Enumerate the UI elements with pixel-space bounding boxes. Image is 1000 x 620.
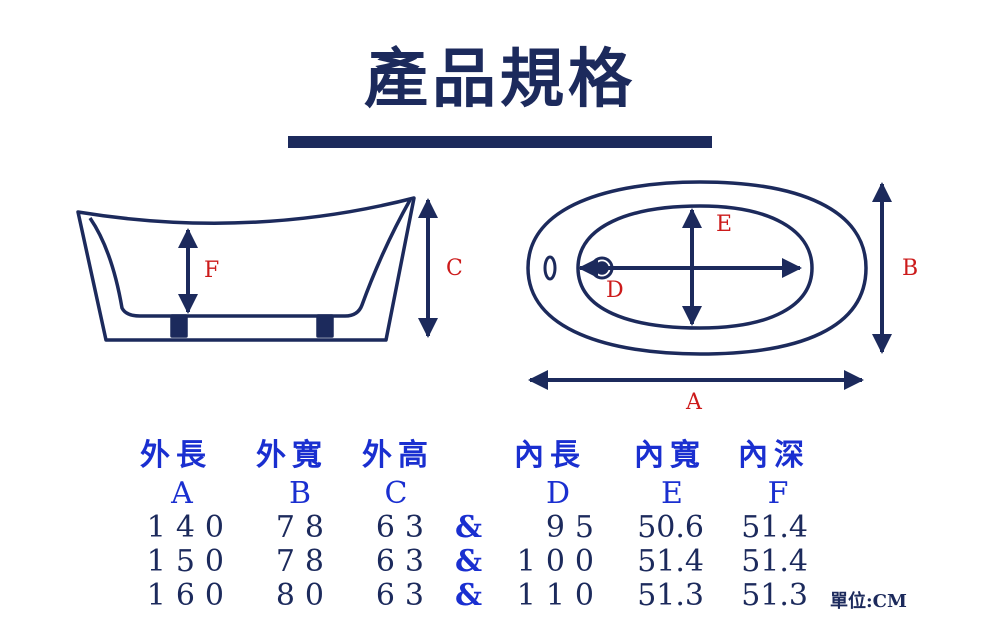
- table-cell: 100: [516, 544, 604, 579]
- header-inner-length: 內長: [514, 438, 586, 473]
- column-letter-b: B: [288, 476, 312, 511]
- label-d: D: [606, 278, 624, 303]
- label-f: F: [204, 258, 220, 283]
- table-cell: 110: [516, 578, 604, 613]
- table-cell: 150: [146, 544, 234, 579]
- table-cell: 63: [375, 510, 434, 545]
- label-e: E: [716, 212, 733, 237]
- column-letter-d: D: [545, 476, 571, 511]
- header-outer-height: 外高: [362, 438, 434, 473]
- header-inner-width: 內寬: [634, 438, 706, 473]
- label-a: A: [686, 390, 702, 415]
- label-b: B: [902, 256, 919, 281]
- column-letter-e: E: [661, 476, 683, 511]
- row-separator: &: [455, 544, 483, 579]
- table-cell: 63: [375, 544, 434, 579]
- tub-side-inner-basin: [88, 199, 412, 318]
- header-inner-depth: 內深: [738, 438, 810, 473]
- header-outer-width: 外寬: [256, 438, 328, 473]
- table-cell: 50.6: [637, 510, 704, 545]
- row-separator: &: [455, 510, 483, 545]
- table-cell: 51.4: [741, 544, 808, 579]
- overflow-slot: [543, 255, 557, 281]
- column-letter-c: C: [384, 476, 408, 511]
- table-cell: 160: [146, 578, 234, 613]
- table-cell: 95: [545, 510, 604, 545]
- unit-note: 單位:CM: [830, 591, 907, 612]
- header-outer-length: 外長: [140, 438, 212, 473]
- table-cell: 80: [275, 578, 334, 613]
- tub-left-foot: [170, 314, 188, 338]
- tub-side-outer-shell: [76, 196, 416, 342]
- table-cell: 51.4: [637, 544, 704, 579]
- tub-top-outer-rim: [526, 180, 868, 356]
- table-cell: 78: [275, 544, 334, 579]
- label-c: C: [446, 256, 463, 281]
- title-underline: [288, 136, 712, 148]
- tub-right-foot: [316, 314, 334, 338]
- table-cell: 51.3: [637, 578, 704, 613]
- column-letter-f: F: [767, 476, 789, 511]
- table-cell: 51.4: [741, 510, 808, 545]
- tub-top-inner-basin: [576, 204, 814, 330]
- table-cell: 140: [146, 510, 234, 545]
- table-cell: 51.3: [741, 578, 808, 613]
- table-cell: 78: [275, 510, 334, 545]
- page-title: 產品規格: [364, 42, 636, 117]
- column-letter-a: A: [171, 476, 193, 511]
- row-separator: &: [455, 578, 483, 613]
- table-cell: 63: [375, 578, 434, 613]
- tub-side-view: [76, 196, 416, 342]
